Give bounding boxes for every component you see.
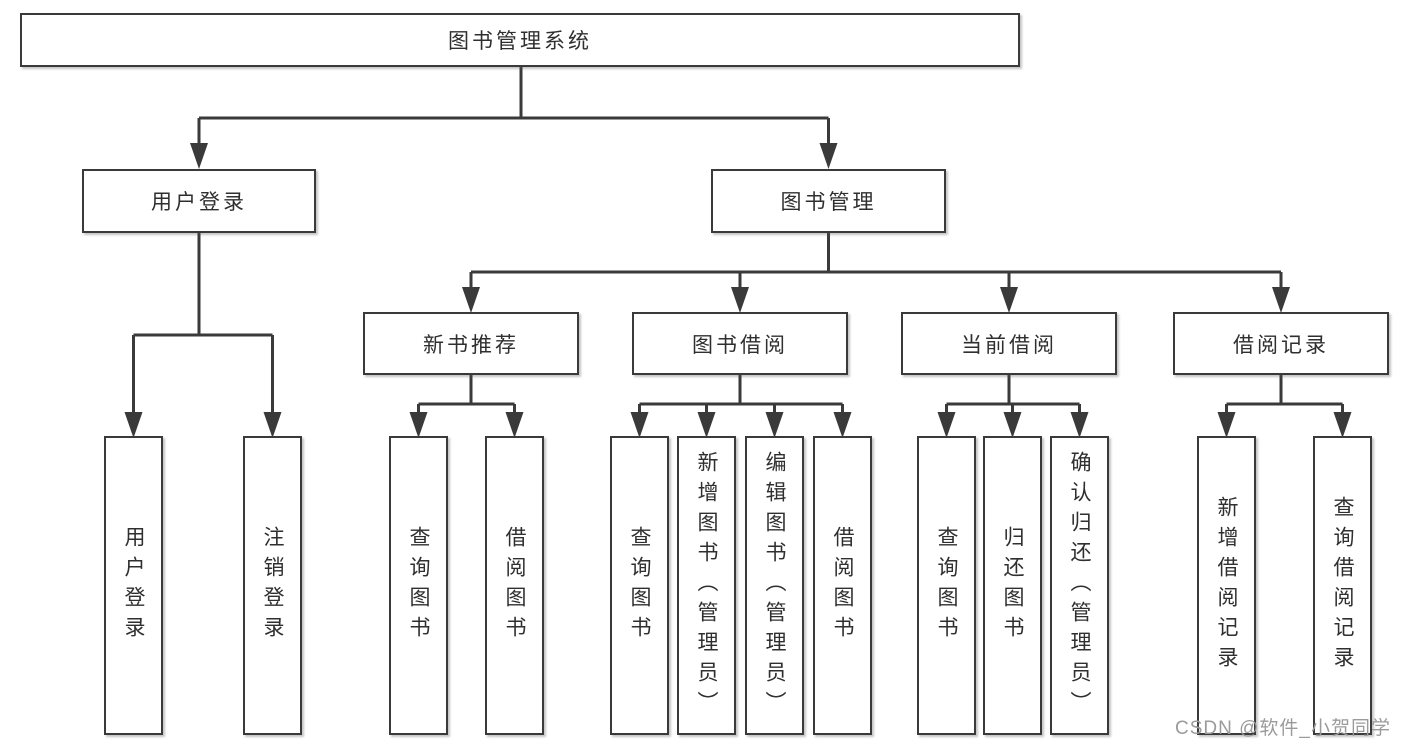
leaf-query-books-borrow: 查询图书 bbox=[610, 436, 669, 735]
node-label: 注销登录 bbox=[261, 525, 284, 646]
node-label: 借阅图书 bbox=[503, 525, 526, 646]
connector-current-borrow-branch bbox=[937, 375, 1089, 438]
node-label: 用户登录 bbox=[122, 525, 145, 646]
leaf-user-login: 用户登录 bbox=[104, 436, 163, 735]
node-label: 新增借阅记录 bbox=[1215, 495, 1238, 676]
leaf-return-books: 归还图书 bbox=[983, 436, 1042, 735]
node-label: 查询图书 bbox=[407, 525, 430, 646]
connector-borrow-record-branch bbox=[1217, 375, 1352, 438]
leaf-edit-book-admin: 编辑图书（管理员） bbox=[745, 436, 804, 735]
node-label: 编辑图书（管理员） bbox=[763, 450, 786, 721]
leaf-borrow-books: 借阅图书 bbox=[813, 436, 872, 735]
node-label: 查询图书 bbox=[935, 525, 958, 646]
node-label: 查询借阅记录 bbox=[1331, 495, 1354, 676]
csdn-watermark: CSDN @软件_小贺同学 bbox=[1175, 718, 1391, 739]
node-label: 借阅图书 bbox=[831, 525, 854, 646]
node-label: 新增图书（管理员） bbox=[695, 450, 718, 721]
node-library-management-system: 图书管理系统 bbox=[20, 13, 1020, 67]
node-label: 图书管理 bbox=[780, 191, 877, 214]
connector-root-to-level2 bbox=[190, 67, 838, 169]
node-label: 新书推荐 bbox=[423, 333, 519, 357]
leaf-query-borrow-record: 查询借阅记录 bbox=[1313, 436, 1372, 735]
connector-book-management-branch bbox=[462, 233, 1290, 313]
node-label: 用户登录 bbox=[151, 191, 247, 214]
node-book-management: 图书管理 bbox=[711, 169, 946, 233]
connector-book-borrow-branch bbox=[630, 375, 852, 438]
node-book-borrowing: 图书借阅 bbox=[632, 312, 848, 375]
node-current-borrowing: 当前借阅 bbox=[901, 312, 1117, 375]
leaf-logout: 注销登录 bbox=[243, 436, 302, 735]
connector-user-login-branch bbox=[124, 233, 282, 438]
node-label: 图书借阅 bbox=[692, 333, 788, 357]
node-label: 确认归还（管理员） bbox=[1068, 450, 1091, 721]
connector-new-book-branch bbox=[409, 375, 524, 438]
node-new-book-recommendation: 新书推荐 bbox=[363, 312, 579, 375]
node-label: 借阅记录 bbox=[1233, 333, 1329, 357]
node-label: 归还图书 bbox=[1001, 525, 1024, 646]
leaf-borrow-books-recommend: 借阅图书 bbox=[485, 436, 544, 735]
leaf-query-books-current: 查询图书 bbox=[917, 436, 976, 735]
leaf-query-books-recommend: 查询图书 bbox=[389, 436, 448, 735]
node-borrowing-records: 借阅记录 bbox=[1173, 312, 1389, 375]
node-label: 查询图书 bbox=[628, 525, 651, 646]
node-label: 图书管理系统 bbox=[448, 30, 592, 53]
leaf-add-book-admin: 新增图书（管理员） bbox=[677, 436, 736, 735]
leaf-confirm-return-admin: 确认归还（管理员） bbox=[1050, 436, 1109, 735]
node-label: 当前借阅 bbox=[961, 333, 1057, 357]
node-user-login-branch: 用户登录 bbox=[82, 169, 316, 233]
leaf-add-borrow-record: 新增借阅记录 bbox=[1197, 436, 1256, 735]
